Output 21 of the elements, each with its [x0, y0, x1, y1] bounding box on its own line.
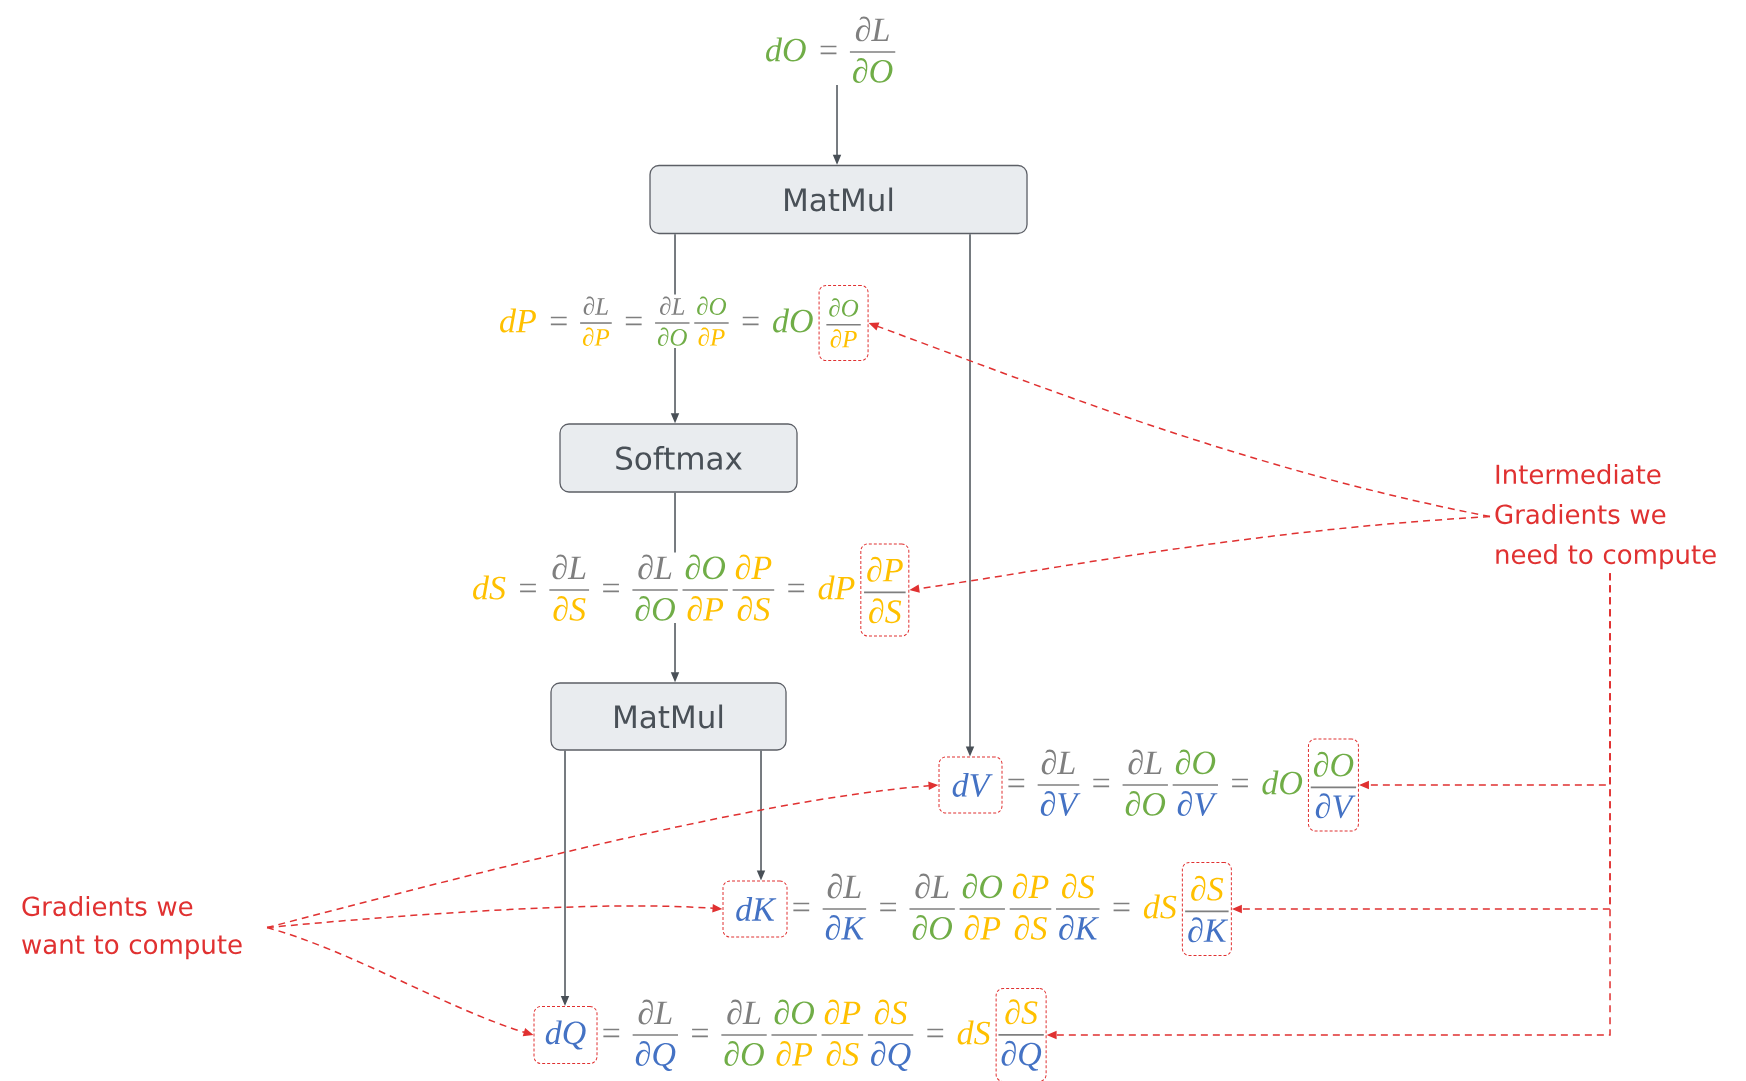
equation: dP = ∂L ∂P = ∂L ∂O ∂O ∂P = dO [500, 296, 813, 346]
operation-box: Softmax [559, 423, 798, 493]
equation: dS = ∂L ∂S = ∂L ∂O ∂O ∂P ∂P ∂S = dP [473, 554, 855, 621]
highlight-box: dK [722, 880, 788, 938]
highlight-box: ∂O ∂V [1307, 738, 1359, 832]
operation-box: MatMul [550, 682, 787, 751]
highlight-box: ∂O ∂P [818, 285, 869, 361]
equation: = ∂L ∂K = ∂L ∂O ∂O ∂P ∂P ∂S ∂S ∂K = dS [793, 873, 1177, 940]
equation: = ∂L ∂V = ∂L ∂O ∂O ∂V = dO [1008, 749, 1303, 816]
connector-line [674, 491, 676, 554]
annotation-text: Gradients we want to compute [22, 896, 242, 960]
highlight-box: dQ [533, 1006, 598, 1064]
equation: = ∂L ∂Q = ∂L ∂O ∂O ∂P ∂P ∂S ∂S ∂Q = dS [603, 999, 991, 1071]
operation-box: MatMul [649, 164, 1028, 235]
highlight-box: dV [938, 756, 1003, 814]
annotation-text: Intermediate Gradients we need to compute [1495, 464, 1716, 570]
connector-line [674, 233, 676, 296]
equation: dO = ∂L ∂O [766, 16, 897, 83]
highlight-box: ∂P ∂S [860, 543, 910, 637]
highlight-box: ∂S ∂K [1181, 862, 1232, 956]
highlight-box: ∂S ∂Q [995, 988, 1047, 1081]
